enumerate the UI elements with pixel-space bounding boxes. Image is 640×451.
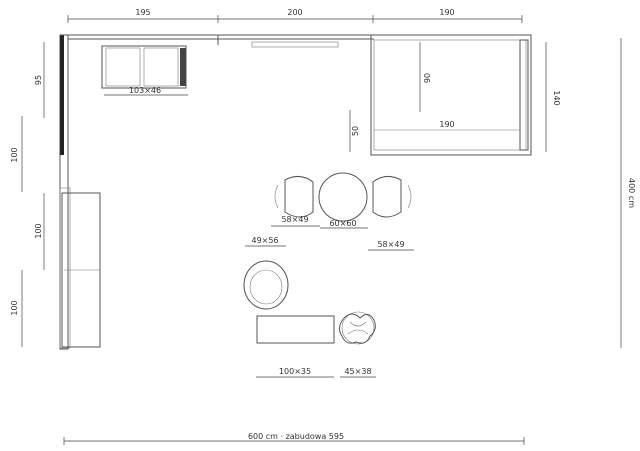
walls (59, 34, 532, 350)
dim-armchair: 49×56 (251, 236, 278, 245)
dim-plant: 45×38 (344, 367, 371, 376)
dim-bench: 100×35 (279, 367, 311, 376)
dim-left-2: 100 (34, 223, 43, 238)
dim-left-upper: 95 (34, 75, 43, 85)
dim-total-height: 400 cm (627, 178, 636, 208)
chair-right (372, 176, 412, 218)
dim-cabinet: 103×46 (129, 86, 161, 95)
dim-chair-left: 58×49 (281, 215, 308, 224)
dim-left-3: 100 (10, 300, 19, 315)
plant (338, 311, 376, 345)
dim-bed-depth-inner: 90 (423, 73, 432, 83)
bench (256, 315, 335, 344)
dim-bed-small: 50 (351, 126, 360, 136)
dimension-lines (21, 15, 622, 445)
dim-top-right: 190 (439, 8, 454, 17)
cabinet (101, 45, 187, 89)
dim-table: 60×60 (329, 219, 356, 228)
left-shelving (59, 187, 101, 349)
dimension-labels: 195 200 190 95 100 100 100 103×46 90 190… (10, 8, 636, 441)
dim-top-left: 195 (135, 8, 150, 17)
dim-bed-depth: 140 (552, 90, 561, 105)
dim-left-1: 100 (10, 147, 19, 162)
dim-top-mid: 200 (287, 8, 302, 17)
dim-bed-width: 190 (439, 120, 454, 129)
dining-table (318, 172, 368, 222)
armchair (243, 260, 289, 310)
dim-chair-right: 58×49 (377, 240, 404, 249)
dim-total-width: 600 cm · zabudowa 595 (248, 432, 344, 441)
chair-left (274, 176, 314, 218)
